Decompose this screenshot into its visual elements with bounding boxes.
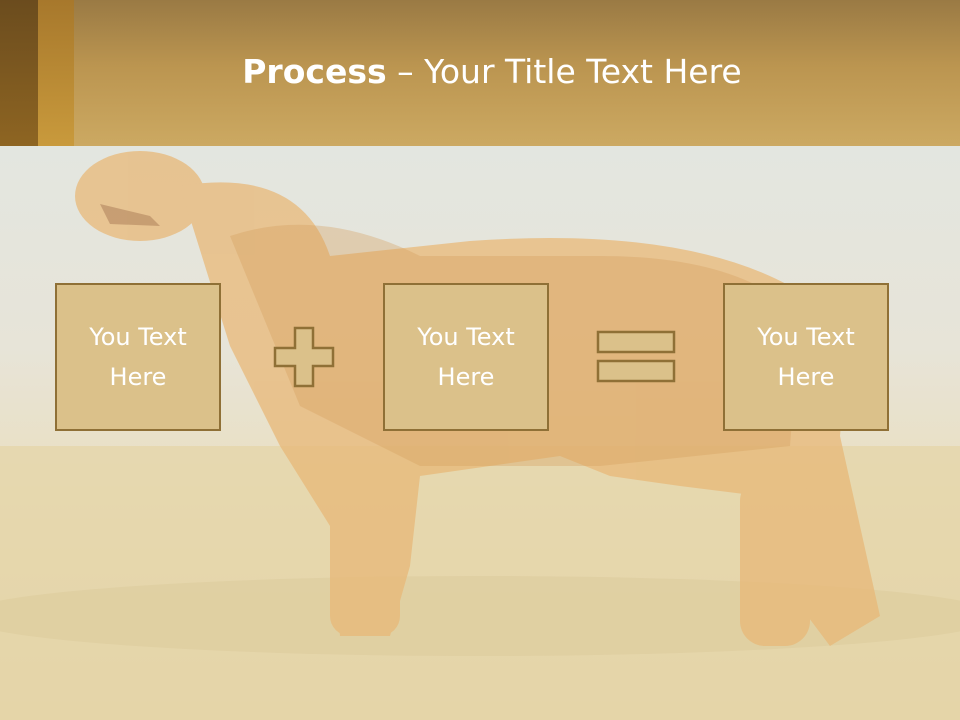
title-rest: – Your Title Text Here [386,52,742,91]
process-box-3-text: You Text Here [757,323,855,391]
process-box-2-text: You Text Here [417,323,515,391]
plus-icon [273,326,335,388]
slide-title[interactable]: Process – Your Title Text Here [74,52,910,91]
process-box-2[interactable]: You Text Here [383,283,549,431]
dog-photo-image [0,151,960,720]
title-band: Process – Your Title Text Here [0,0,960,146]
title-bold: Process [242,52,387,91]
process-box-1-text: You Text Here [89,323,187,391]
process-box-3[interactable]: You Text Here [723,283,889,431]
equals-icon [596,330,676,383]
header-accent-bar-light [38,0,74,146]
process-box-1[interactable]: You Text Here [55,283,221,431]
header-accent-bar-dark [0,0,38,146]
background-photo [0,146,960,720]
